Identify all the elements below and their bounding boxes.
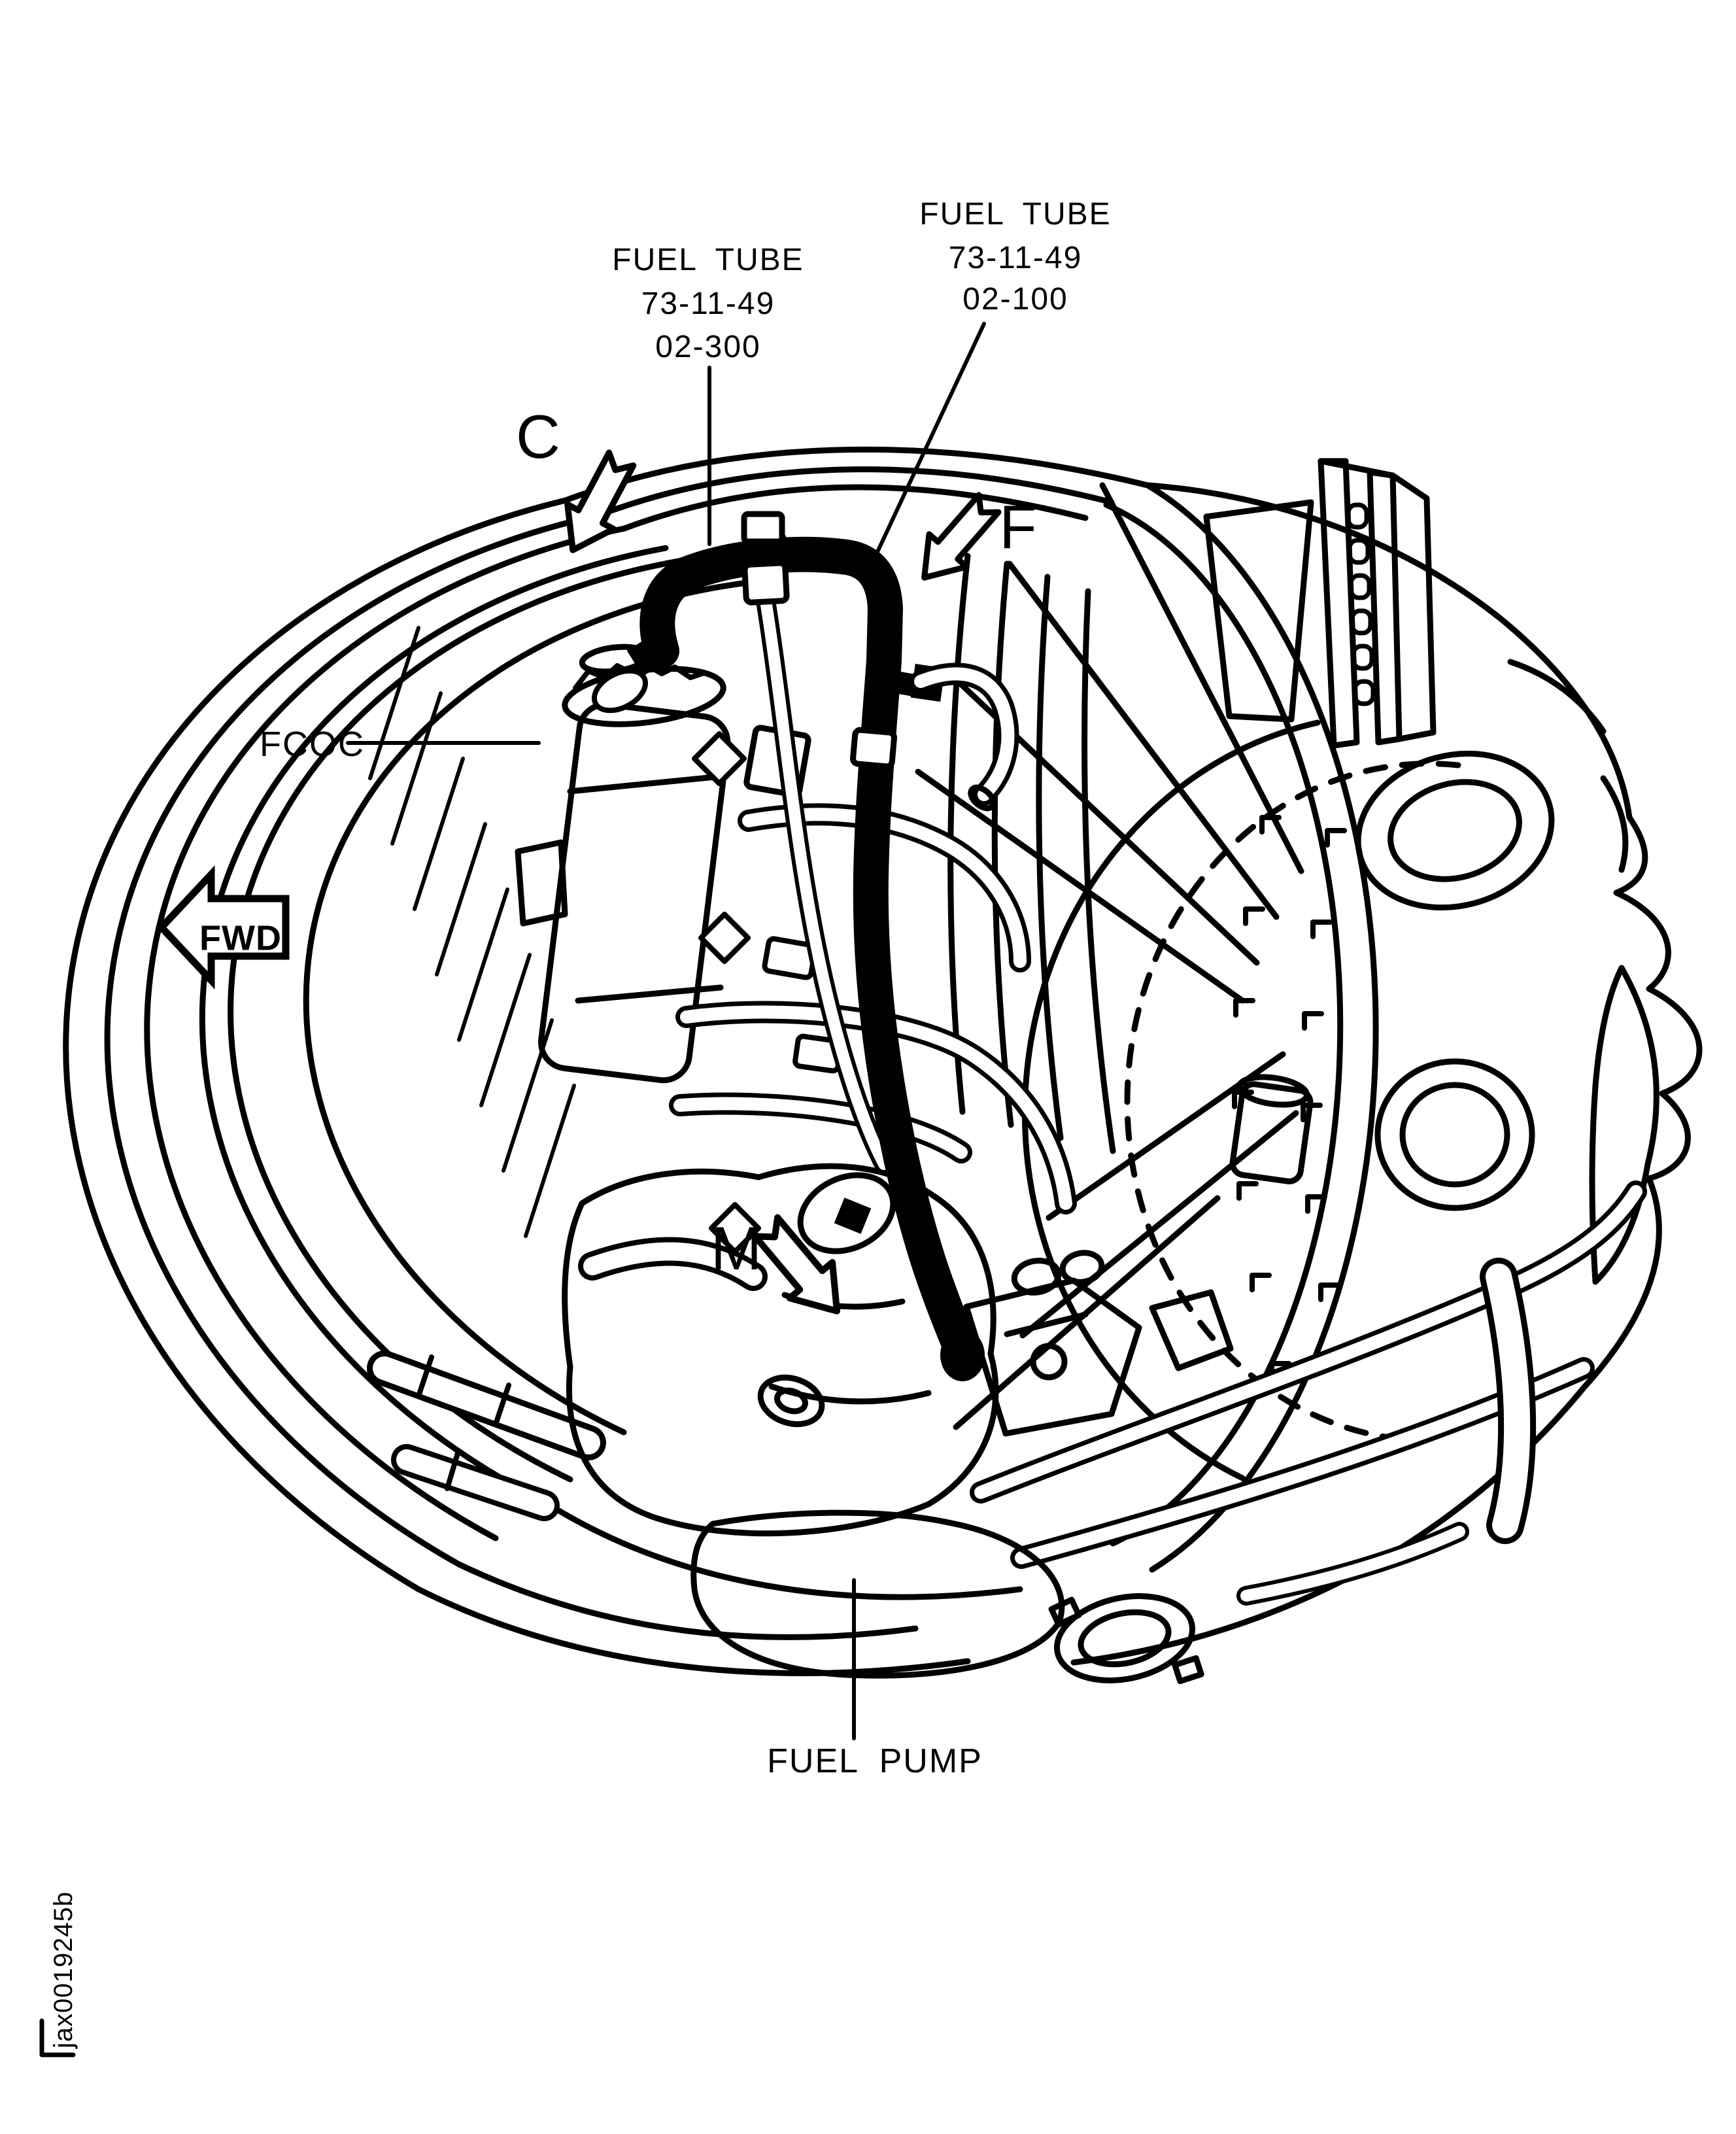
figure-id: jax0019245b (39, 1891, 78, 2057)
case-bosses (1355, 750, 1555, 1211)
fuel-tube-left-title: FUEL TUBE (612, 243, 804, 277)
fuel-pump-label: FUEL PUMP (767, 1742, 983, 1780)
fuel-tube-right-label: FUEL TUBE 73-11-49 02-100 (919, 197, 1111, 317)
corner-bracket-icon (39, 2018, 76, 2057)
tube-fittings (591, 511, 1008, 812)
fuel-tube-left-item: 02-300 (655, 330, 760, 364)
engine-line-art (63, 446, 1703, 1685)
view-letter-m: M (711, 1214, 762, 1282)
fuel-pump-cluster (797, 1172, 1234, 1437)
fuel-tube-right-title: FUEL TUBE (919, 197, 1111, 232)
fuel-tube-right-ata: 73-11-49 (949, 241, 1083, 275)
fuel-tube-left-label: FUEL TUBE 73-11-49 02-300 (612, 243, 804, 364)
leader-lines (346, 322, 986, 1740)
figure-id-text: jax0019245b (49, 1891, 78, 2049)
aft-engine-section (915, 458, 1703, 1666)
fuel-tube-left-ata: 73-11-49 (641, 286, 775, 321)
drum-face-hatching (368, 626, 576, 1238)
labels: FUEL TUBE 73-11-49 02-300 FUEL TUBE 73-1… (260, 197, 1111, 1780)
fuel-tube-right-item: 02-100 (962, 282, 1068, 317)
lower-plumbing (384, 1192, 1636, 1685)
fwd-direction-arrow-icon: FWD (156, 865, 290, 990)
view-arrow-f-icon (906, 487, 1008, 594)
view-letter-f: F (999, 492, 1036, 561)
leader-fuel-tube-right (874, 322, 986, 557)
slotted-bracket (1318, 458, 1437, 749)
fcoc-label: FCOC (260, 725, 365, 764)
fwd-label: FWD (199, 918, 282, 957)
fan-case-rib-arcs (63, 446, 1379, 1676)
view-letter-c: C (516, 402, 560, 471)
